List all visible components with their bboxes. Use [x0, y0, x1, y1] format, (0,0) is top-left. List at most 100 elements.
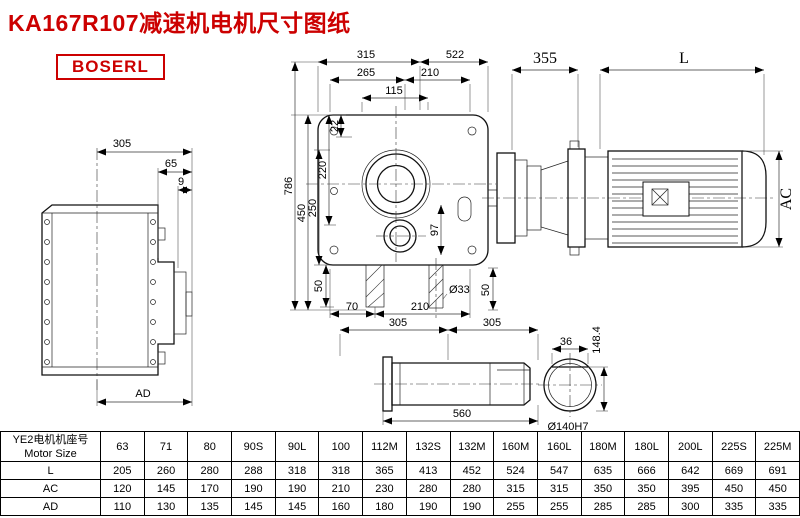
output-shaft-stub: [428, 258, 444, 318]
dim-315: 315: [357, 49, 375, 61]
motor-size-col: 71: [143, 431, 189, 462]
dim-value-cell: 547: [536, 461, 582, 480]
dim-value-cell: 666: [624, 461, 669, 480]
dim-value-cell: 135: [187, 497, 233, 516]
dim-value-cell: 691: [755, 461, 800, 480]
bolt-holes-right-column: [150, 219, 156, 365]
motor-view: 355 L AC: [482, 50, 795, 256]
motor-size-col: 225S: [711, 431, 757, 462]
row-label-AD: AD: [0, 497, 101, 516]
dim-305-side: 305: [113, 138, 131, 150]
motor-size-col: 132S: [405, 431, 451, 462]
gearbox-side-view: 305 65 9 AD: [41, 138, 193, 406]
motor-size-col: 180L: [624, 431, 669, 462]
dim-value-cell: 255: [493, 497, 538, 516]
dim-50-bottom-left: 50: [313, 280, 325, 292]
motor-size-col: 200L: [667, 431, 713, 462]
dim-value-cell: 335: [755, 497, 800, 516]
dim-value-cell: 642: [667, 461, 713, 480]
dim-210-bottom: 210: [411, 301, 429, 313]
dim-33: Ø33: [449, 284, 470, 296]
dim-50-bottom-right: 50: [480, 284, 492, 296]
dim-L: L: [679, 50, 689, 67]
dim-value-cell: 260: [143, 461, 189, 480]
dim-250: 250: [307, 199, 319, 217]
dim-value-cell: 210: [318, 479, 364, 498]
dim-value-cell: 120: [100, 479, 145, 498]
terminal-box: [642, 181, 690, 217]
dim-522: 522: [446, 49, 464, 61]
dim-70: 70: [346, 301, 358, 313]
dim-value-cell: 285: [624, 497, 669, 516]
motor-size-col: 180M: [580, 431, 626, 462]
side-slot: [457, 196, 472, 222]
bolt-holes-left-column: [44, 219, 50, 365]
dim-value-cell: 318: [318, 461, 364, 480]
dim-value-cell: 160: [318, 497, 364, 516]
dim-value-cell: 524: [493, 461, 538, 480]
page-title: KA167R107减速机电机尺寸图纸: [8, 10, 351, 36]
dim-305-shaft-a: 305: [389, 317, 407, 329]
dim-AC: AC: [778, 188, 795, 210]
dim-115: 115: [385, 85, 403, 97]
motor-size-col: 100: [318, 431, 364, 462]
motor-size-col: 160M: [493, 431, 538, 462]
dim-value-cell: 130: [143, 497, 189, 516]
technical-drawing: 305 65 9 AD: [41, 49, 795, 430]
mounting-foot: [365, 264, 385, 308]
dim-value-cell: 365: [362, 461, 407, 480]
dim-value-cell: 180: [362, 497, 407, 516]
motor-size-col: 90L: [274, 431, 320, 462]
dim-value-cell: 288: [231, 461, 276, 480]
dim-value-cell: 190: [405, 497, 451, 516]
dim-value-cell: 145: [143, 479, 189, 498]
fan-cover: [741, 150, 767, 248]
dim-AD: AD: [135, 388, 150, 400]
dim-value-cell: 190: [274, 479, 320, 498]
dim-value-cell: 280: [187, 461, 233, 480]
motor-size-col: 90S: [231, 431, 276, 462]
motor-size-col: 225M: [755, 431, 800, 462]
dim-786: 786: [283, 177, 295, 195]
dim-value-cell: 350: [580, 479, 626, 498]
dim-value-cell: 230: [362, 479, 407, 498]
dim-value-cell: 280: [449, 479, 495, 498]
dim-65: 65: [165, 158, 177, 170]
motor-size-col: 132M: [449, 431, 495, 462]
dim-value-cell: 335: [711, 497, 757, 516]
row-label-L: L: [0, 461, 101, 480]
gearbox-front-view: 315 522 265 210 115 22 220 250 450: [283, 49, 498, 318]
dim-value-cell: 255: [536, 497, 582, 516]
dim-148-4: 148.4: [591, 326, 603, 354]
dim-value-cell: 145: [231, 497, 276, 516]
dim-36: 36: [560, 336, 572, 348]
dim-value-cell: 300: [667, 497, 713, 516]
dim-210-top: 210: [421, 67, 439, 79]
dim-value-cell: 315: [536, 479, 582, 498]
input-bore-inner: [389, 225, 411, 247]
dim-value-cell: 285: [580, 497, 626, 516]
dim-355: 355: [533, 50, 557, 67]
shaft-end-view: 36 148.4 Ø140H7: [538, 326, 608, 430]
dim-value-cell: 669: [711, 461, 757, 480]
dim-value-cell: 190: [231, 479, 276, 498]
dim-value-cell: 318: [274, 461, 320, 480]
dim-305-shaft-b: 305: [483, 317, 501, 329]
dim-140h7: Ø140H7: [548, 421, 589, 430]
dim-value-cell: 450: [755, 479, 800, 498]
motor-size-header: YE2电机机座号 Motor Size: [0, 431, 101, 462]
dim-value-cell: 450: [711, 479, 757, 498]
dim-9: 9: [178, 176, 184, 188]
motor-size-col: 112M: [362, 431, 407, 462]
row-label-AC: AC: [0, 479, 101, 498]
dim-value-cell: 635: [580, 461, 626, 480]
motor-size-col: 63: [100, 431, 145, 462]
dim-value-cell: 413: [405, 461, 451, 480]
